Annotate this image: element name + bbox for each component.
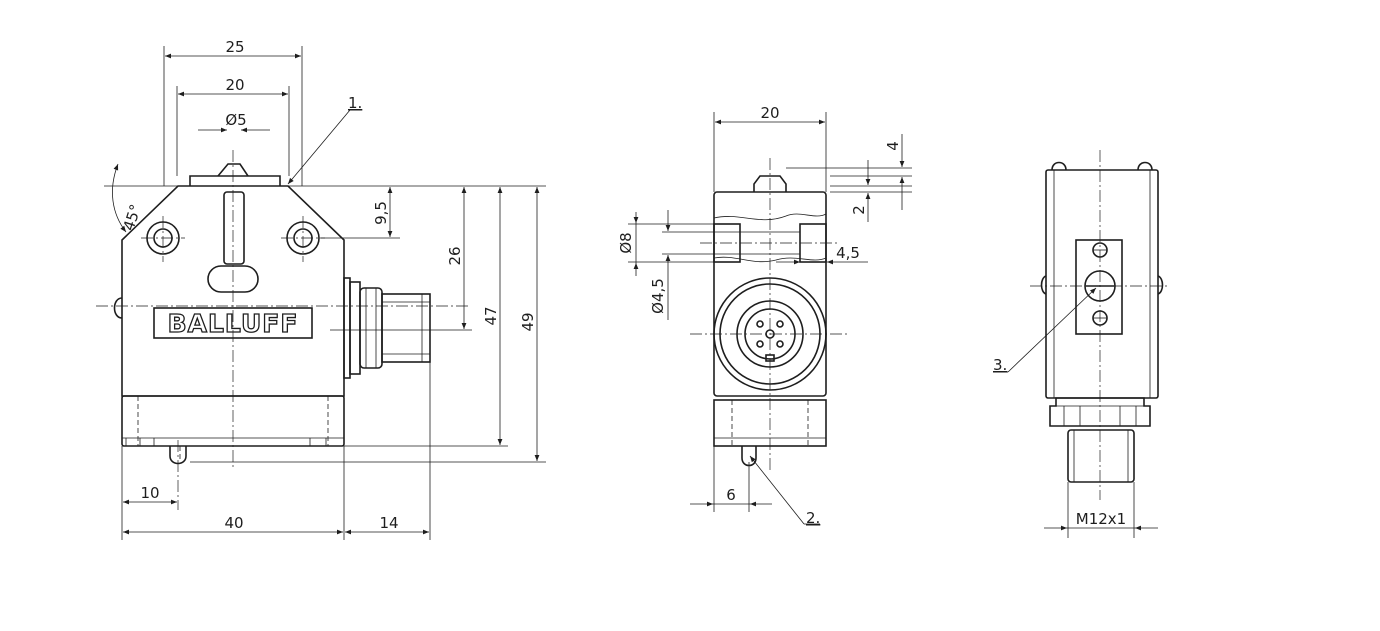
dim-9-5: 9,5 [372,201,390,225]
dim-diameter-5: Ø5 [225,111,246,129]
dim-40: 40 [224,514,243,532]
dim-angle-45: 45° [120,202,145,233]
back-thread [1067,429,1135,483]
back-view: M12x1 3. [993,150,1170,538]
side-body-outline [713,191,827,397]
dim-4: 4 [884,141,902,151]
dim-diameter-4-5: Ø4,5 [649,278,667,314]
brand-logo: BALLUFF [168,309,299,338]
callout-3: 3. [993,356,1007,374]
dim-thread-m12: M12x1 [1076,510,1126,528]
front-view: BALLUFF 25 [96,38,546,540]
callout-2: 2. [806,509,820,527]
dim-2: 2 [850,205,868,215]
front-slot [223,191,245,265]
side-plunger [753,175,787,192]
back-body-outline [1045,169,1159,399]
dim-20-side: 20 [760,104,779,122]
dim-25: 25 [225,38,244,56]
side-view: 20 4 2 Ø8 Ø4,5 4,5 6 [617,104,912,527]
dim-10: 10 [140,484,159,502]
callout-1: 1. [348,94,362,112]
dim-26: 26 [446,246,464,265]
front-connector [349,281,431,375]
dim-6: 6 [726,486,736,504]
dim-49: 49 [519,312,537,331]
dim-14: 14 [379,514,398,532]
dim-4-5: 4,5 [836,244,860,262]
back-center-panel [1075,239,1123,335]
dim-diameter-8: Ø8 [617,232,635,253]
front-plunger [189,175,281,186]
dim-20-front: 20 [225,76,244,94]
dim-47: 47 [482,306,500,325]
